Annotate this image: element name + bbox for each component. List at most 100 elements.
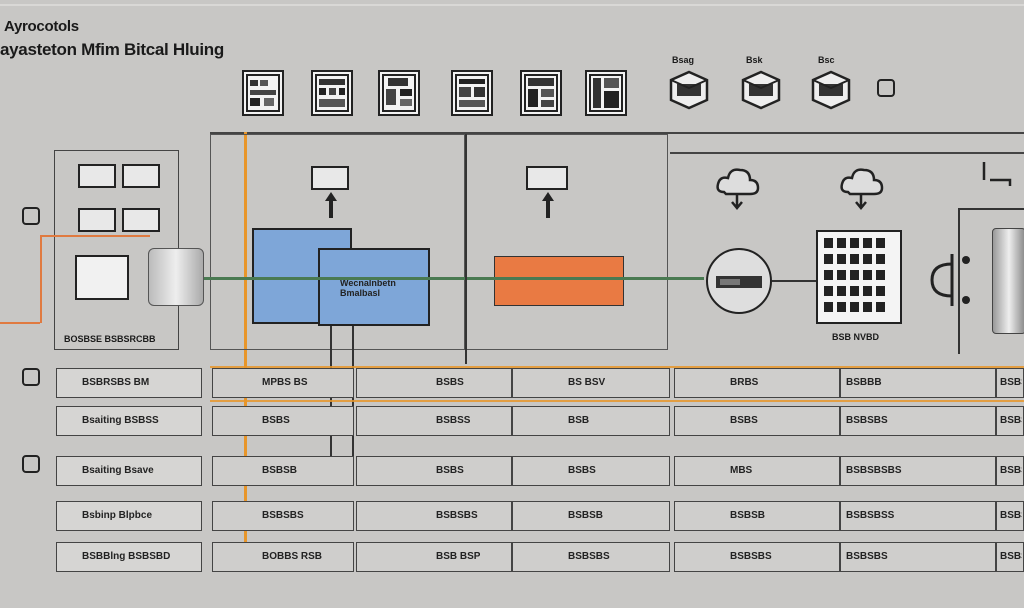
- right-panel-label: BSB NVBD: [832, 332, 880, 342]
- diagram-title: Ayrocotols: [4, 18, 79, 35]
- connector-icon: [922, 250, 976, 315]
- table-cell-text: BSBSBSBS: [846, 465, 902, 476]
- table-cell: [512, 406, 670, 436]
- connector-line: [0, 322, 40, 324]
- center-panel: [210, 134, 465, 350]
- table-cell-text: BSBSBS: [568, 551, 610, 562]
- table-cell: [840, 542, 996, 572]
- table-cell-text: BSB BSP: [436, 551, 481, 562]
- device-icon: [311, 166, 349, 190]
- frame-line: [210, 132, 1024, 134]
- table-cell-text: BSBSBS: [730, 551, 772, 562]
- connector-line: [465, 134, 467, 364]
- connector-line: [40, 235, 150, 237]
- table-cell-text: BSBSBS: [846, 551, 888, 562]
- server-icon: [78, 208, 116, 232]
- divider-line: [210, 366, 1024, 368]
- table-cell: [56, 406, 202, 436]
- table-cell-text: BSBSB: [730, 510, 766, 521]
- storage-cylinder-icon: [992, 228, 1024, 334]
- table-cell: [840, 456, 996, 486]
- table-cell: [674, 368, 840, 398]
- table-cell: [840, 406, 996, 436]
- table-cell-text: BS BSV: [568, 377, 606, 388]
- table-cell: [996, 456, 1024, 486]
- bracket-icon: [980, 160, 1020, 193]
- checkbox-icon: [22, 455, 40, 473]
- cloud-icon: [712, 162, 762, 217]
- table-cell-text: BSBS: [1000, 377, 1022, 388]
- frame-line: [958, 208, 960, 354]
- connector-line: [40, 235, 42, 323]
- table-cell-text: BSBRSBS BM: [82, 377, 150, 388]
- table-cell: [56, 456, 202, 486]
- blue-panel-label: Wecnalnbetn Bmalbasl: [340, 278, 396, 298]
- checkbox-icon: [22, 368, 40, 386]
- storage-cylinder-icon: [148, 248, 204, 306]
- table-cell: [212, 456, 354, 486]
- table-cell: [512, 501, 670, 531]
- rack-icon: [311, 70, 353, 116]
- frame-line: [670, 152, 1024, 154]
- table-cell: [212, 368, 354, 398]
- divider-line: [210, 400, 1024, 402]
- table-cell-text: BSBSBSS: [846, 510, 895, 521]
- table-cell: [840, 501, 996, 531]
- table-cell-text: MBS: [730, 465, 753, 476]
- server-rack-icon: [816, 230, 902, 324]
- table-cell: [674, 456, 840, 486]
- server-icon: [78, 164, 116, 188]
- table-cell-text: BSBSBS: [436, 510, 478, 521]
- table-cell: [674, 406, 840, 436]
- arrow-up-icon: [542, 192, 554, 223]
- table-cell-text: BSBS: [262, 415, 290, 426]
- router-icon: [706, 248, 772, 314]
- table-cell: [512, 456, 670, 486]
- table-cell-text: BSBSBS: [262, 510, 304, 521]
- table-cell-text: MPBS BS: [262, 377, 308, 388]
- table-cell: [356, 501, 512, 531]
- table-cell-text: BSBS: [1000, 465, 1022, 476]
- table-cell: [512, 542, 670, 572]
- blue-panel: [318, 248, 430, 326]
- table-cell-text: BSBS: [1000, 510, 1022, 521]
- table-cell-text: BOBBS RSB: [262, 551, 323, 562]
- drive-label: Bsag: [672, 55, 695, 65]
- top-border: [0, 4, 1024, 6]
- left-panel-label: BOSBSE BSBSRCBB: [64, 334, 156, 344]
- table-cell: [212, 542, 354, 572]
- drive-label: Bsc: [818, 55, 835, 65]
- table-cell: [56, 501, 202, 531]
- table-cell-text: BSBSB: [568, 510, 604, 521]
- device-icon: [526, 166, 568, 190]
- table-cell: [996, 501, 1024, 531]
- table-cell-text: BSBSS: [1000, 415, 1022, 426]
- rack-icon: [585, 70, 627, 116]
- network-line: [204, 277, 704, 280]
- table-cell-text: BSBSB: [262, 465, 298, 476]
- arrow-up-icon: [325, 192, 337, 223]
- table-cell: [56, 368, 202, 398]
- table-cell: [840, 368, 996, 398]
- table-cell-text: BSBS: [730, 415, 758, 426]
- table-cell-text: BSBSS: [436, 415, 471, 426]
- orange-panel: [494, 256, 624, 306]
- table-cell-text: BRBS: [730, 377, 759, 388]
- table-cell-text: BSBSBS: [846, 415, 888, 426]
- server-icon: [122, 208, 160, 232]
- table-cell-text: BSBS: [1000, 551, 1022, 562]
- table-cell-text: Bsaiting Bsave: [82, 465, 154, 476]
- drive-icon: [807, 68, 855, 112]
- rack-icon: [378, 70, 420, 116]
- table-cell-text: BSBS: [436, 377, 464, 388]
- table-cell: [356, 368, 512, 398]
- table-cell-text: BSBS: [568, 465, 596, 476]
- table-cell: [56, 542, 202, 572]
- network-line: [772, 280, 818, 282]
- diagram-subtitle: ayasteton Mfim Bitcal Hluing: [0, 40, 224, 59]
- monitor-icon: [75, 255, 129, 300]
- table-cell: [212, 406, 354, 436]
- drive-icon: [665, 68, 713, 112]
- drive-icon: [737, 68, 785, 112]
